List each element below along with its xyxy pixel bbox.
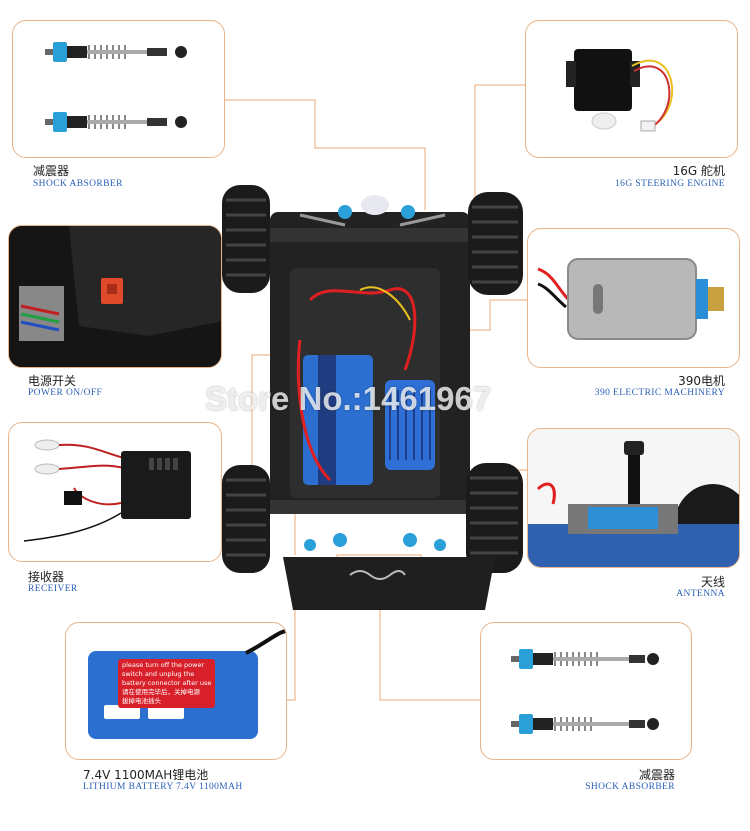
power-switch-image — [9, 226, 221, 367]
store-watermark: Store No.:1461967 — [205, 380, 492, 417]
battery-sticker-line1: please turn off the power — [122, 661, 205, 669]
battery-sticker-line4: 请在使用完毕后，关掉电源 — [122, 688, 200, 696]
receiver-en: RECEIVER — [28, 584, 78, 594]
battery-en: LITHIUM BATTERY 7.4V 1100MAH — [83, 782, 243, 792]
shock-absorber-bottom-panel — [480, 622, 692, 760]
front-right-tire — [468, 192, 523, 295]
receiver-panel — [8, 422, 222, 562]
antenna-panel — [527, 428, 740, 568]
shock-absorber-image — [45, 42, 187, 132]
front-left-tire — [222, 185, 270, 293]
rear-right-tire — [466, 463, 523, 573]
motor-en: 390 ELECTRIC MACHINERY — [594, 388, 725, 398]
antenna-image — [528, 429, 739, 567]
rear-left-tire — [222, 465, 270, 573]
shock-bottom-en: SHOCK ABSORBER — [585, 782, 675, 792]
power-cn: 电源开关 — [28, 374, 77, 388]
antenna-en: ANTENNA — [676, 589, 725, 599]
servo-en: 16G STEERING ENGINE — [615, 179, 725, 189]
shock-top-cn: 减震器 — [33, 164, 70, 178]
battery-panel: please turn off the power switch and unp… — [65, 622, 287, 760]
servo-cn: 16G 舵机 — [672, 164, 725, 178]
battery-sticker-line3: battery connector after use — [122, 679, 212, 687]
battery-sticker-line5: 拔掉电池插头 — [122, 697, 161, 705]
servo-panel — [525, 20, 738, 158]
shock-absorber-bottom-image — [511, 649, 659, 734]
motor-panel — [527, 228, 740, 368]
receiver-cn: 接收器 — [28, 570, 65, 584]
power-switch-panel — [8, 225, 222, 368]
battery-sticker: please turn off the power switch and unp… — [118, 659, 216, 708]
shock-absorber-top-panel — [12, 20, 225, 158]
motor-image — [537, 258, 724, 340]
antenna-cn: 天线 — [700, 575, 725, 589]
motor-cn: 390电机 — [678, 374, 725, 388]
battery-sticker-line2: switch and unplug the — [122, 670, 195, 678]
receiver-image — [23, 439, 191, 542]
servo-image — [566, 49, 674, 132]
shock-bottom-cn: 减震器 — [638, 768, 675, 782]
shock-top-en: SHOCK ABSORBER — [33, 179, 123, 189]
power-en: POWER ON/OFF — [28, 388, 103, 398]
battery-cn: 7.4V 1100MAH锂电池 — [83, 768, 209, 782]
